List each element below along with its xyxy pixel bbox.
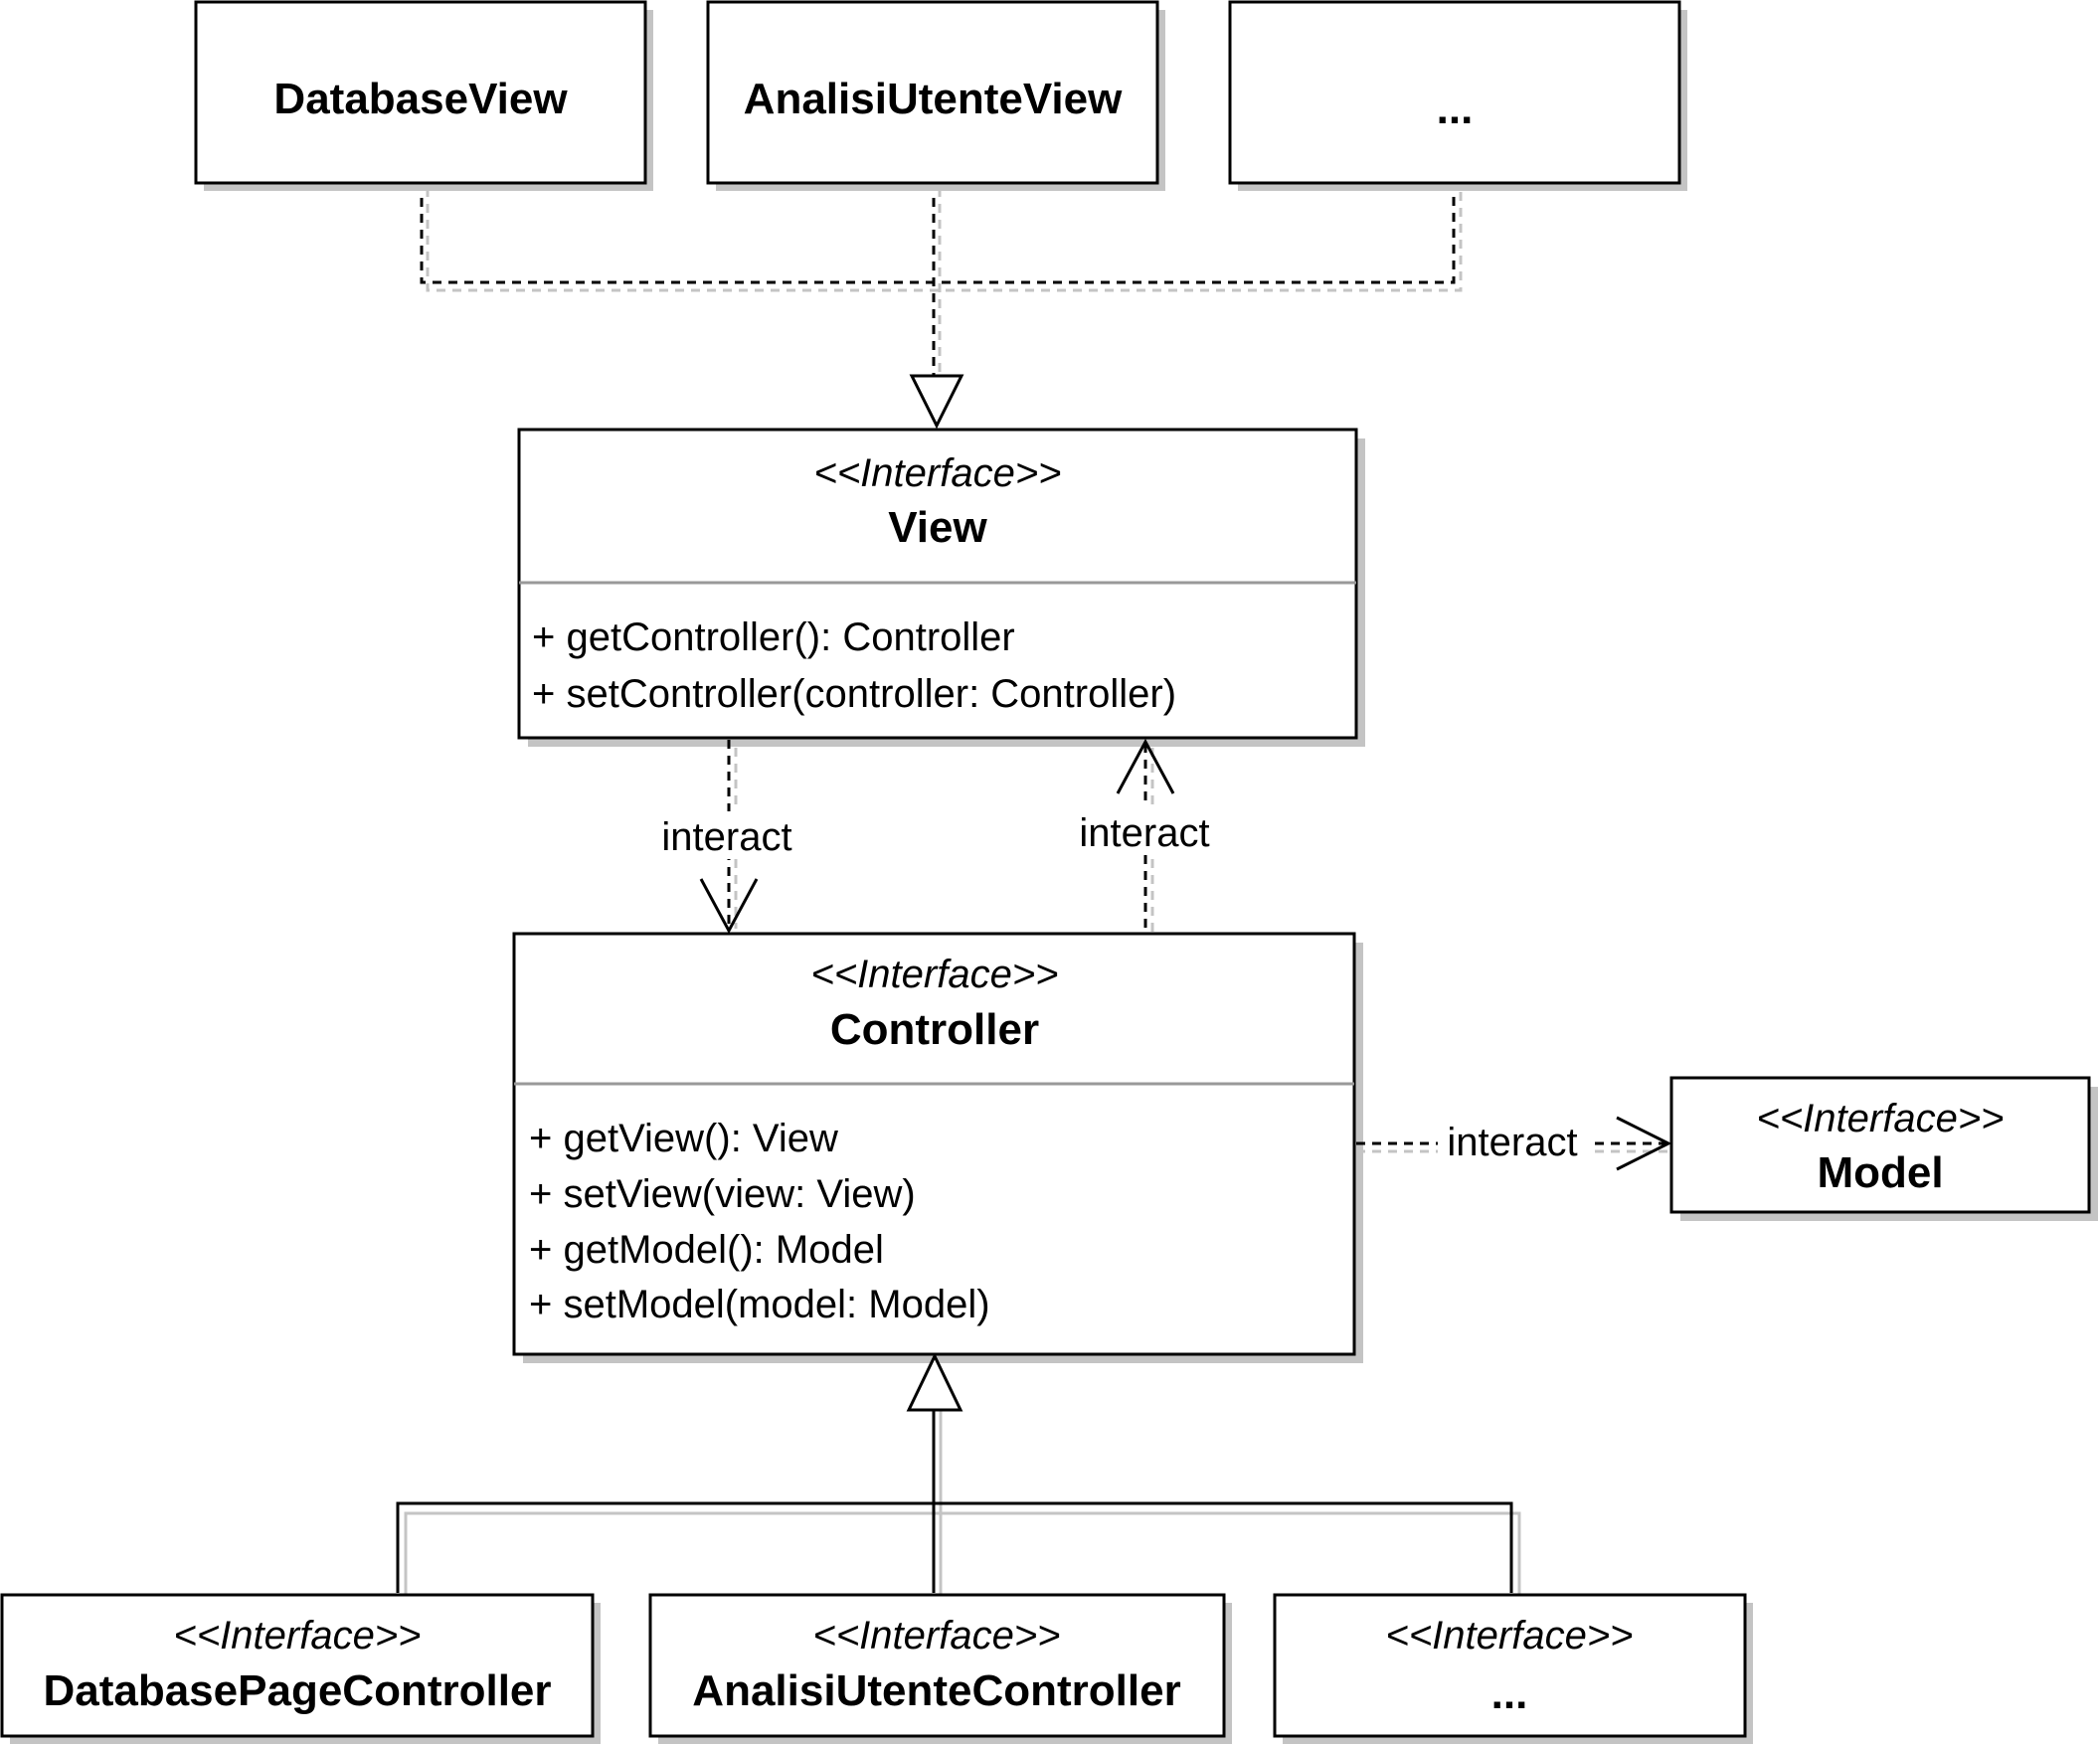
more-controllers-name: ... <box>1491 1669 1528 1718</box>
controller-stereotype: <<Interface>> <box>810 953 1058 996</box>
database-page-controller-box: <<Interface>> DatabasePageController <box>0 1593 601 1744</box>
view-method-set-controller: + setController(controller: Controller) <box>532 672 1176 716</box>
analisi-utente-controller-name: AnalisiUtenteController <box>692 1666 1180 1715</box>
analisi-utente-view-box: AnalisiUtenteView <box>706 0 1165 191</box>
controller-method-set-model: + setModel(model: Model) <box>529 1283 990 1326</box>
database-view-box: DatabaseView <box>194 0 653 191</box>
analisi-utente-controller-box: <<Interface>> AnalisiUtenteController <box>648 1593 1232 1744</box>
dependency-view-to-controller: interact <box>651 740 806 935</box>
analisi-utente-view-name: AnalisiUtenteView <box>744 75 1123 123</box>
more-controllers-stereotype: <<Interface>> <box>1385 1614 1633 1658</box>
open-arrowhead-down <box>699 878 759 935</box>
view-name: View <box>888 503 987 552</box>
controller-method-set-view: + setView(view: View) <box>529 1172 916 1216</box>
interact-label-controller-to-view: interact <box>1079 811 1209 855</box>
generalization-controllers <box>396 1352 1521 1599</box>
interact-label-view-to-controller: interact <box>661 815 791 859</box>
controller-name: Controller <box>830 1005 1039 1054</box>
interact-label-controller-to-model: interact <box>1447 1121 1577 1164</box>
controller-method-get-model: + getModel(): Model <box>529 1228 884 1272</box>
dependency-controller-to-model: interact <box>1356 1116 1672 1171</box>
more-views-box: ... <box>1228 0 1687 191</box>
model-interface-box: <<Interface>> Model <box>1669 1076 2098 1221</box>
more-controllers-box: <<Interface>> ... <box>1273 1593 1753 1744</box>
view-method-get-controller: + getController(): Controller <box>532 615 1015 659</box>
open-arrowhead-right <box>1616 1116 1672 1171</box>
view-interface-box: <<Interface>> View + getController(): Co… <box>517 428 1365 747</box>
database-view-name: DatabaseView <box>273 75 568 123</box>
generalization-arrowhead <box>906 1352 963 1412</box>
open-arrowhead-up <box>1116 738 1175 794</box>
more-views-name: ... <box>1437 85 1474 133</box>
database-page-controller-stereotype: <<Interface>> <box>173 1614 421 1658</box>
view-stereotype: <<Interface>> <box>813 451 1061 495</box>
analisi-utente-controller-stereotype: <<Interface>> <box>812 1614 1060 1658</box>
model-name: Model <box>1817 1148 1943 1197</box>
realization-views-to-view <box>420 182 1463 430</box>
controller-method-get-view: + getView(): View <box>529 1117 838 1160</box>
controller-interface-box: <<Interface>> Controller + getView(): Vi… <box>512 932 1363 1363</box>
model-stereotype: <<Interface>> <box>1756 1097 2004 1140</box>
dependency-controller-to-view: interact <box>1068 738 1223 932</box>
database-page-controller-name: DatabasePageController <box>43 1666 551 1715</box>
realization-arrowhead <box>909 374 964 430</box>
